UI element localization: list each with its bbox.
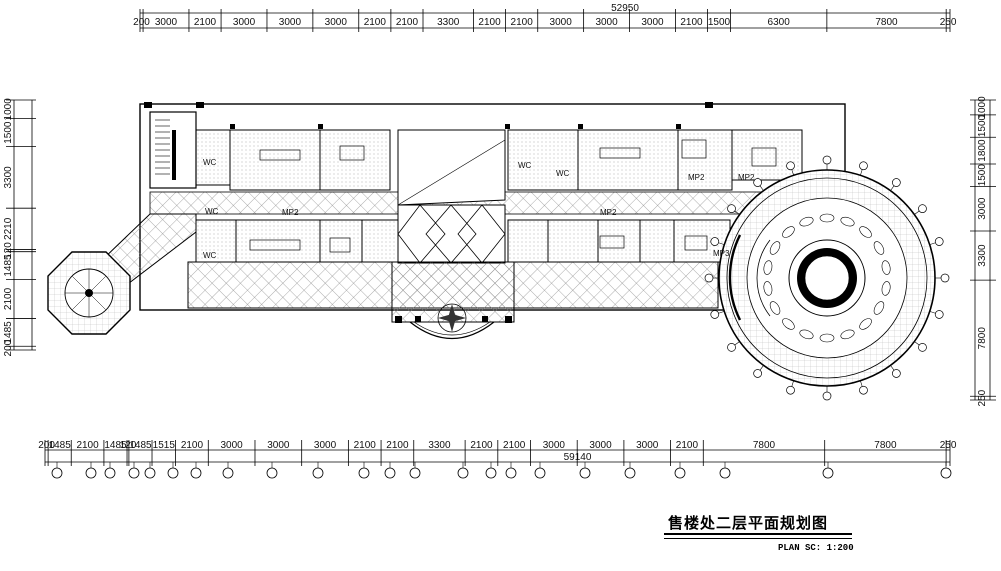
dimension-label: 200	[3, 339, 14, 356]
dimension-label: 3000	[977, 197, 988, 220]
dimension-label: 250	[940, 440, 957, 451]
dimension-label: 250	[940, 17, 957, 28]
title-underline-top	[664, 533, 852, 535]
room-label: WC	[518, 161, 532, 170]
dimension-label: 6300	[768, 17, 791, 28]
dimension-label: 3000	[155, 17, 178, 28]
drawing-scale: PLAN SC: 1:200	[778, 543, 854, 553]
dimension-label: 2100	[511, 17, 534, 28]
dimension-label: 7800	[753, 440, 776, 451]
dimension-label: 250	[977, 389, 988, 406]
dimension-label: 200	[38, 440, 55, 451]
dimension-label: 1485	[3, 321, 14, 344]
axis-bubbles	[51, 462, 952, 479]
dimension-label: 3000	[595, 17, 618, 28]
top-dimension-chain	[140, 12, 950, 29]
dimension-label: 2100	[676, 440, 699, 451]
dimension-label: 3300	[437, 17, 460, 28]
dimension-label: 2100	[680, 17, 703, 28]
room-label: MP2	[600, 208, 617, 217]
dimension-label: 1500	[708, 17, 731, 28]
dimension-label: 2100	[470, 440, 493, 451]
dimension-label: 2210	[3, 217, 14, 240]
room-label: MP2	[738, 173, 755, 182]
dimension-label: 7800	[977, 327, 988, 350]
dimension-label: 1500	[3, 121, 14, 144]
room-label: MP3	[713, 249, 730, 258]
dimension-label: 2100	[386, 440, 409, 451]
dimension-label: 2100	[76, 440, 99, 451]
dimension-label: 1515	[153, 440, 176, 451]
dimension-label: 3000	[325, 17, 348, 28]
bottom-total-dimension: 59140	[564, 452, 592, 463]
dimension-label: 3000	[543, 440, 566, 451]
room-label: WC	[205, 207, 219, 216]
room-label: WC	[203, 158, 217, 167]
room-label: WC	[203, 251, 217, 260]
dimension-label: 3000	[550, 17, 573, 28]
dimension-label: 2100	[3, 287, 14, 310]
dimension-label: 1500	[977, 114, 988, 137]
dimension-label: 3300	[3, 166, 14, 189]
left-dimension-chain	[13, 100, 33, 350]
dimension-label: 200	[133, 17, 150, 28]
dimension-label: 2100	[396, 17, 419, 28]
right-dimension-chain	[974, 100, 991, 400]
dimension-label: 2100	[354, 440, 377, 451]
top-dimension-ticks: 200 3000 2100 3000 3000 3000 2100 2100 3300 2100 2…	[133, 3, 957, 32]
dimension-label: 2100	[194, 17, 217, 28]
dimension-label: 2100	[478, 17, 501, 28]
dimension-label: 1000	[3, 98, 14, 121]
dimension-label: 1485	[3, 254, 14, 277]
dimension-label: 3000	[267, 440, 290, 451]
title-underline-bottom	[664, 538, 852, 539]
dimension-label: 2100	[364, 17, 387, 28]
dimension-label: 2100	[503, 440, 526, 451]
top-total-dimension: 52950	[611, 3, 639, 14]
room-label: MP2	[688, 173, 705, 182]
dimension-label: 3300	[977, 244, 988, 267]
dimension-label: 7800	[874, 440, 897, 451]
hall-seating	[704, 155, 950, 401]
dimension-label: 7800	[875, 17, 898, 28]
octagonal-stair-tower	[47, 251, 131, 335]
dimension-label: 3000	[641, 17, 664, 28]
dimension-label: 3000	[589, 440, 612, 451]
dimension-label: 1000	[977, 96, 988, 119]
dimension-label: 3300	[428, 440, 451, 451]
dimension-label: 120	[3, 242, 14, 259]
dimension-label: 1500	[977, 164, 988, 187]
room-label: WC	[556, 169, 570, 178]
dimension-label: 2100	[181, 440, 204, 451]
dimension-label: 3000	[314, 440, 337, 451]
room-label: MP2	[282, 208, 299, 217]
dimension-label: 1485	[104, 440, 127, 451]
dimension-label: 3000	[636, 440, 659, 451]
dimension-label: 3000	[233, 17, 256, 28]
drawing-title: 售楼处二层平面规划图	[668, 516, 829, 532]
dimension-label: 1800	[977, 139, 988, 162]
dimension-label: 120	[120, 440, 137, 451]
dimension-label: 3000	[279, 17, 302, 28]
dimension-label: 3000	[221, 440, 244, 451]
dimension-label: 1485	[129, 440, 152, 451]
dimension-label: 1485	[49, 440, 72, 451]
circular-hall	[704, 155, 950, 401]
